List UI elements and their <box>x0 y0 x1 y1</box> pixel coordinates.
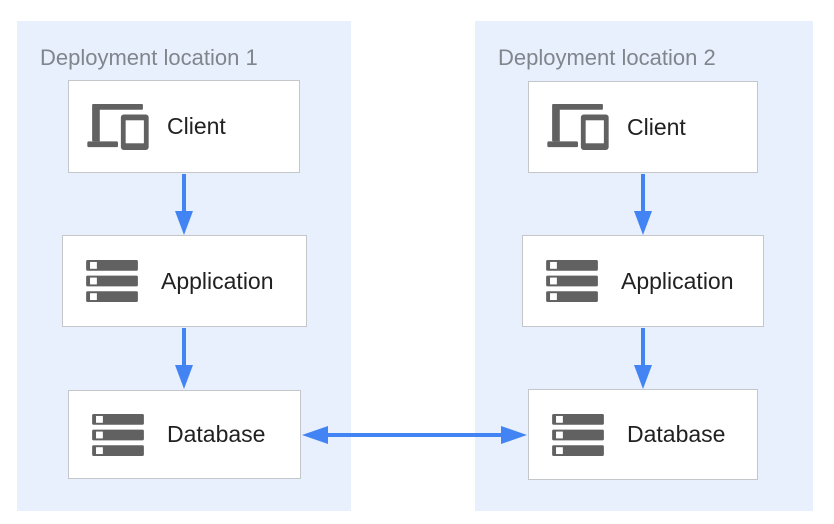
node-client-location-1: Client <box>68 80 300 173</box>
arrow-application-to-database-1-icon <box>175 328 193 389</box>
arrow-application-to-database-2-icon <box>634 328 652 389</box>
storage-icon <box>539 260 605 302</box>
panel-title: Deployment location 1 <box>40 45 258 70</box>
node-label: Database <box>627 421 726 447</box>
storage-icon <box>545 413 611 456</box>
arrow-client-to-application-2-icon <box>634 174 652 235</box>
node-label: Client <box>167 113 226 139</box>
arrow-client-to-application-1-icon <box>175 174 193 235</box>
devices-icon <box>545 104 611 150</box>
panel-title: Deployment location 2 <box>498 45 716 70</box>
node-application-location-2: Application <box>522 235 764 327</box>
node-label: Application <box>161 267 274 294</box>
node-database-location-2: Database <box>528 389 758 480</box>
node-label: Client <box>627 113 686 140</box>
node-application-location-1: Application <box>62 235 307 327</box>
devices-icon <box>85 103 151 150</box>
storage-icon <box>79 260 145 302</box>
node-database-location-1: Database <box>68 390 301 479</box>
arrow-database-replication-bidirectional-icon <box>302 426 527 444</box>
node-client-location-2: Client <box>528 81 758 173</box>
node-label: Database <box>167 421 266 447</box>
node-label: Application <box>621 267 734 294</box>
storage-icon <box>85 413 151 456</box>
